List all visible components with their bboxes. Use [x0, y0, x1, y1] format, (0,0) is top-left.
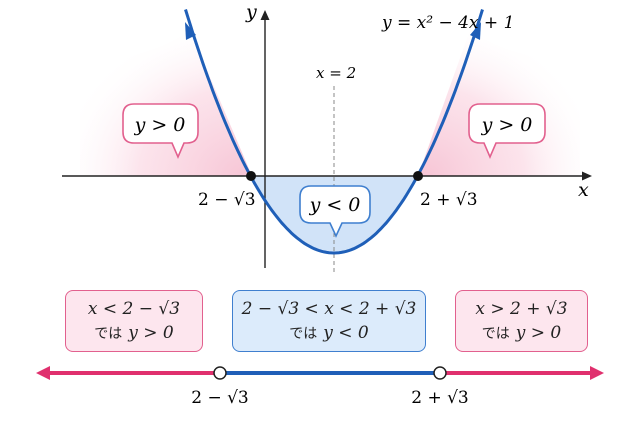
- parabola-arrow-right: [470, 22, 481, 40]
- root-left-point: [246, 171, 256, 181]
- bubble-right: y > 0: [468, 103, 546, 160]
- x-axis-arrow: [582, 171, 592, 181]
- number-line-right-label: 2 + √3: [411, 388, 469, 408]
- bubble-right-text: y > 0: [481, 114, 533, 136]
- root-left-label: 2 − √3: [198, 190, 256, 210]
- number-line-left-label: 2 − √3: [191, 388, 249, 408]
- x-axis-label: x: [578, 179, 589, 201]
- region-left-condition: x < 2 − √3: [87, 299, 181, 319]
- positive-region-right: [418, 30, 580, 176]
- region-middle-result: y < 0: [323, 323, 369, 343]
- region-left-suffix: では: [94, 326, 123, 342]
- region-box-middle: 2 − √3 < x < 2 + √3 では y < 0: [232, 290, 426, 352]
- bubble-center-text: y < 0: [309, 194, 361, 216]
- region-box-left: x < 2 − √3 では y > 0: [65, 290, 203, 352]
- region-right-result: y > 0: [515, 323, 562, 343]
- root-right-point: [413, 171, 423, 181]
- y-axis-arrow: [260, 10, 270, 20]
- region-middle-condition: 2 − √3 < x < 2 + √3: [241, 299, 417, 319]
- y-axis-label: y: [245, 1, 257, 23]
- region-left-result: y > 0: [128, 323, 174, 343]
- axis-of-symmetry-label: x = 2: [316, 64, 356, 82]
- root-right-label: 2 + √3: [420, 190, 478, 210]
- number-line-arrow-left: [36, 366, 50, 380]
- parabola-arrow-left: [185, 22, 196, 40]
- region-box-right: x > 2 + √3 では y > 0: [455, 290, 588, 352]
- parabola-curve: [184, 9, 484, 255]
- bubble-left-text: y > 0: [134, 114, 186, 136]
- number-line-arrow-right: [590, 366, 604, 380]
- number-line-point-left: [213, 366, 227, 380]
- number-line-point-right: [433, 366, 447, 380]
- function-label: y = x² − 4x + 1: [381, 13, 514, 33]
- bubble-center: y < 0: [299, 185, 371, 238]
- region-middle-suffix: では: [289, 326, 318, 342]
- region-right-suffix: では: [481, 326, 510, 342]
- region-right-condition: x > 2 + √3: [475, 299, 568, 319]
- bubble-left: y > 0: [122, 103, 199, 160]
- positive-region-left: [80, 30, 252, 176]
